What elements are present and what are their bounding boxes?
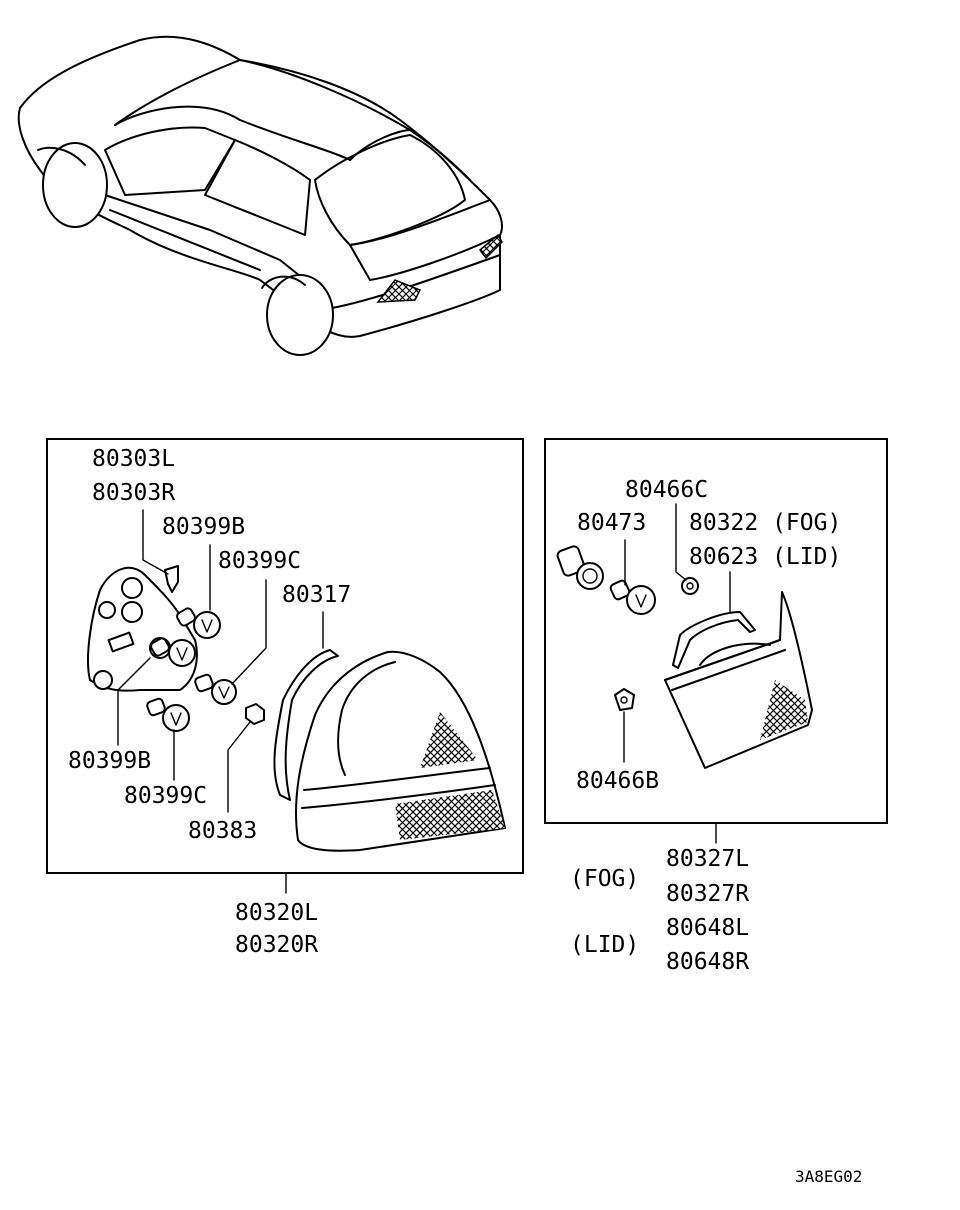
bulb-drawing-right [609,579,656,615]
diagram-code: 3A8EG02 [795,1167,862,1186]
leader-lines-right [623,503,731,844]
label-bulb-c-top: 80399C [218,548,301,574]
label-variant-lid-right: 80648R [666,949,749,975]
clip-top-drawing [681,577,699,595]
label-bulb-c-bottom: 80399C [124,783,207,809]
clip-bottom-drawing [614,688,635,711]
tail-lamp-lens-drawing [295,650,506,852]
tail-lamp-panel-frame [46,438,524,874]
lid-lamp-drawing [664,591,813,769]
label-clip-bottom: 80466B [576,768,659,794]
label-variant-fog-tag: (FOG) [570,866,639,892]
label-clip-top: 80466C [625,477,708,503]
nut-drawing [245,703,265,725]
label-variant-lid-tag: (LID) [570,932,639,958]
label-variant-fog-left: 80327L [666,846,749,872]
label-bulb-b-top: 80399B [162,514,245,540]
socket-drawing [556,545,604,590]
car-illustration [17,35,503,356]
lid-lamp-panel-frame [544,438,888,824]
label-assembly-l: 80320L [235,900,318,926]
label-variant-lid-left: 80648L [666,915,749,941]
label-bracket-l: 80303L [92,446,175,472]
label-bulb-right: 80473 [577,510,646,536]
label-nut: 80383 [188,818,257,844]
label-packing-lid: 80623 (LID) [689,544,841,570]
leader-lines-left [117,509,324,894]
label-assembly-r: 80320R [235,932,318,958]
label-bracket-r: 80303R [92,480,175,506]
packing-right-drawing [672,611,756,669]
bracket-drawing [164,565,179,593]
label-packing: 80317 [282,582,351,608]
label-bulb-b-bottom: 80399B [68,748,151,774]
bulb-drawings [146,607,237,732]
label-variant-fog-right: 80327R [666,881,749,907]
label-packing-fog: 80322 (FOG) [689,510,841,536]
packing-drawing [273,649,339,801]
socket-plate-drawing [87,566,198,692]
